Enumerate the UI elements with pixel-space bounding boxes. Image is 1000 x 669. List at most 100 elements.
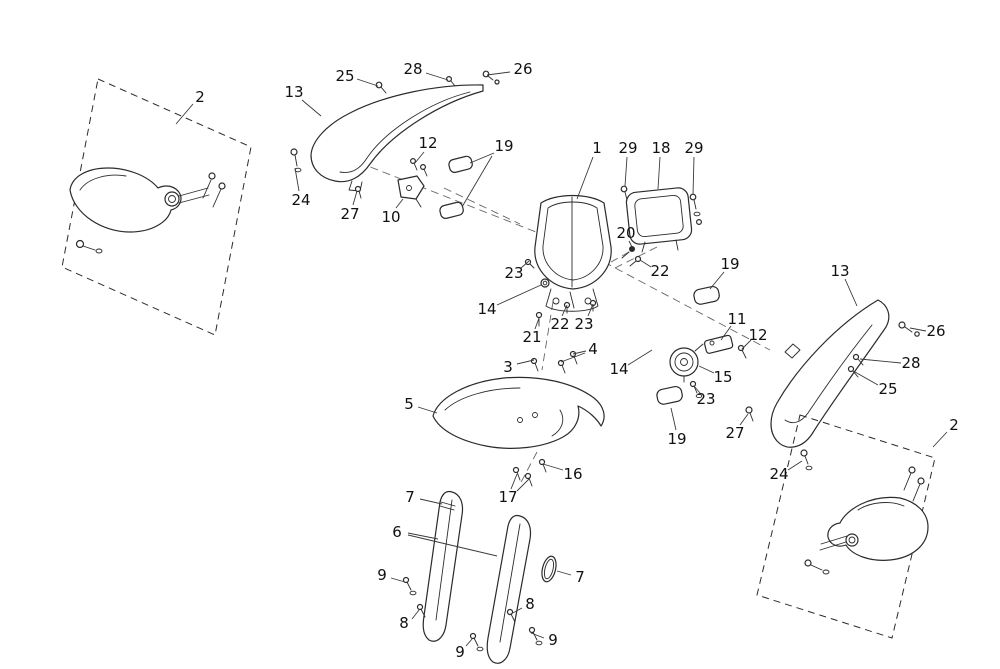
grommet-19-low — [656, 385, 683, 405]
callout-leader-line — [670, 407, 677, 431]
screw-icon — [620, 185, 628, 193]
nut-icon — [914, 331, 920, 337]
screws-16-17 — [512, 458, 547, 487]
callout-label-29: 29 — [684, 139, 703, 157]
callout-label-25: 25 — [878, 380, 897, 398]
screw-icon — [689, 193, 697, 201]
screw-icon — [898, 321, 906, 329]
kit-box-left — [61, 78, 252, 336]
shroud-right-body — [770, 299, 890, 448]
callout-leader-line — [352, 190, 358, 206]
callout-leader-line — [739, 413, 749, 426]
callout-leader-line — [587, 303, 594, 317]
callout-leader-line — [698, 365, 715, 374]
bolt-icon — [469, 632, 477, 640]
headlight-lens — [634, 194, 684, 238]
forkguard-left — [422, 490, 464, 642]
callout-leader-line — [407, 534, 498, 557]
callout-leader-line — [520, 260, 530, 269]
callout-label-22: 22 — [550, 315, 569, 333]
rubber-pads-19-top — [439, 155, 473, 219]
reflector-oval — [541, 555, 557, 583]
handguard-left-shell — [69, 167, 182, 233]
callout-label-4: 4 — [588, 340, 598, 358]
callout-label-27: 27 — [340, 205, 359, 223]
callout-leader-line — [624, 156, 628, 187]
callout-leader-line — [787, 460, 803, 471]
callout-leader-line — [844, 278, 858, 307]
callout-label-19: 19 — [720, 255, 739, 273]
callout-label-3: 3 — [503, 358, 513, 376]
callout-leader-line — [909, 327, 927, 332]
fender-body — [432, 376, 605, 449]
callout-leader-line — [572, 350, 587, 355]
callout-label-14: 14 — [609, 360, 628, 378]
bolt-icon — [416, 603, 424, 611]
callout-leader-line — [561, 304, 568, 317]
number-plate-1 — [524, 194, 642, 327]
washer-icon — [535, 640, 543, 646]
kit-box-right — [756, 414, 936, 639]
callout-leader-line — [859, 358, 902, 364]
callout-leader-line — [720, 325, 732, 341]
plate-bracket-14 — [545, 288, 599, 312]
callout-label-28: 28 — [901, 354, 920, 372]
screw-icon — [908, 466, 916, 474]
callout-leader-line — [508, 607, 523, 616]
callout-leader-line — [407, 532, 439, 540]
callout-label-6: 6 — [392, 523, 402, 541]
callout-label-8: 8 — [525, 595, 535, 613]
callout-leader-line — [932, 431, 948, 448]
shroud-right — [745, 299, 920, 471]
headlight-18 — [620, 185, 702, 253]
grommet-19-mid — [693, 285, 720, 305]
rubber-pad — [439, 201, 464, 219]
callout-leader-line — [411, 609, 420, 620]
callout-leader-line — [390, 577, 406, 583]
washer-icon — [95, 248, 103, 254]
callout-leader-line — [693, 385, 701, 394]
handguard-right-shell — [827, 496, 929, 561]
callout-label-12: 12 — [418, 134, 437, 152]
screw-icon — [524, 472, 532, 480]
callout-leader-line — [510, 473, 518, 490]
callout-leader-line — [709, 271, 725, 290]
fender-5 — [432, 376, 605, 449]
parts-drawings — [61, 70, 936, 664]
callout-label-9: 9 — [548, 631, 558, 649]
callout-label-10: 10 — [381, 208, 400, 226]
callout-label-28: 28 — [403, 60, 422, 78]
handguard-left-clamp — [164, 191, 180, 207]
callout-label-9: 9 — [455, 643, 465, 661]
bolt-icon — [629, 246, 635, 252]
callout-leader-line — [639, 259, 652, 268]
headlight-housing — [625, 187, 693, 245]
bolt-icon — [528, 626, 536, 634]
callout-leader-line — [560, 352, 586, 363]
number-plate-body — [534, 194, 612, 290]
callout-leader-line — [465, 638, 473, 647]
assembly-axis-lines — [321, 147, 771, 487]
callout-leader-line — [461, 155, 493, 208]
bracket-11 — [703, 334, 747, 359]
reflector-strip — [440, 501, 456, 507]
callout-label-8: 8 — [399, 614, 409, 632]
rubber-pad — [448, 155, 473, 173]
callout-label-23: 23 — [696, 390, 715, 408]
shroud-left — [290, 70, 500, 199]
callout-label-20: 20 — [616, 224, 635, 242]
washer-icon — [822, 569, 830, 575]
callout-leader-line — [356, 78, 379, 87]
callout-label-29: 29 — [618, 139, 637, 157]
callout-label-9: 9 — [377, 566, 387, 584]
handguard-right-clamp — [845, 533, 859, 547]
callout-leader-line — [657, 156, 661, 190]
bracket-10-body — [397, 175, 425, 200]
callout-label-19: 19 — [667, 430, 686, 448]
callout-leader-line — [496, 284, 542, 306]
callout-label-24: 24 — [769, 465, 788, 483]
handguard-right-assembly — [756, 414, 936, 639]
callout-label-17: 17 — [498, 488, 517, 506]
callout-label-16: 16 — [563, 465, 582, 483]
